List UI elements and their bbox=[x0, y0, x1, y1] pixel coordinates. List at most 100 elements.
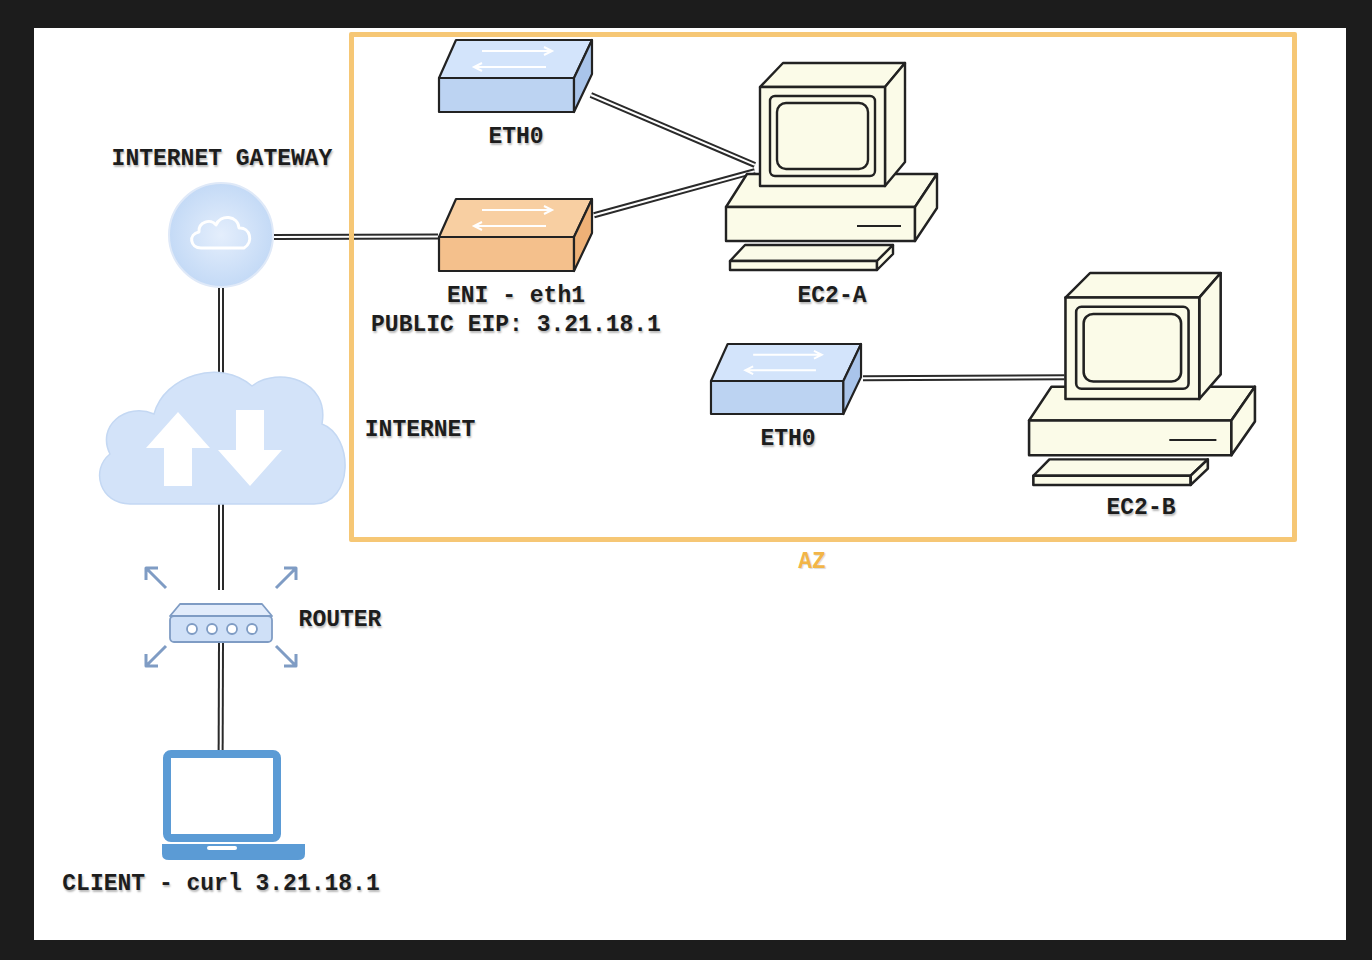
computer-case-side bbox=[1231, 387, 1255, 456]
router-front bbox=[170, 616, 272, 642]
node-label: AZ bbox=[798, 549, 826, 575]
keyboard-front bbox=[730, 261, 877, 270]
switch-arrow bbox=[745, 366, 816, 374]
node-label: CLIENT - curl 3.21.18.1 bbox=[62, 871, 379, 897]
router-port bbox=[227, 624, 237, 634]
connector-group bbox=[221, 288, 222, 376]
laptop-screen bbox=[167, 754, 277, 838]
router-arrow bbox=[276, 646, 296, 666]
monitor-side bbox=[885, 63, 905, 186]
node-label: EC2-A bbox=[797, 283, 866, 309]
connector-core bbox=[220, 642, 222, 753]
connector-group bbox=[274, 236, 438, 238]
switch-side bbox=[843, 344, 861, 414]
gateway-icon bbox=[168, 182, 274, 288]
double-line-connector bbox=[863, 374, 1064, 381]
monitor-side bbox=[1199, 273, 1220, 399]
keyboard-front bbox=[1033, 476, 1190, 485]
monitor-screen bbox=[770, 96, 875, 176]
switch-arrow bbox=[482, 206, 552, 214]
router-port bbox=[187, 624, 197, 634]
node-label: EC2-B bbox=[1106, 495, 1175, 521]
switch-icon bbox=[438, 38, 594, 114]
ec2-instance: EC2-B bbox=[1028, 272, 1256, 487]
connector-group bbox=[221, 502, 222, 590]
double-line-connector bbox=[218, 502, 224, 590]
down-arrow bbox=[218, 410, 282, 486]
node-label: INTERNET GATEWAY bbox=[112, 146, 333, 172]
node-label: ETH0 bbox=[488, 124, 543, 150]
switch-front bbox=[439, 78, 574, 112]
switch-icon bbox=[710, 342, 863, 416]
cloud-shape bbox=[100, 372, 345, 504]
monitor-screen bbox=[1076, 307, 1188, 389]
connector-group bbox=[220, 642, 221, 753]
switch-icon bbox=[438, 197, 594, 273]
switch-arrow bbox=[474, 222, 546, 230]
computer-icon bbox=[725, 62, 938, 272]
gateway-cloud-glyph bbox=[192, 217, 250, 248]
internet-gateway: INTERNET GATEWAY bbox=[168, 182, 274, 288]
router-top bbox=[170, 604, 272, 616]
laptop-notch bbox=[207, 846, 237, 850]
switch-top bbox=[439, 40, 592, 78]
gateway-circle bbox=[169, 183, 273, 287]
network-interface: ETH0 bbox=[710, 342, 863, 416]
double-line-connector bbox=[274, 234, 438, 241]
double-line-connector bbox=[218, 642, 224, 753]
router-port bbox=[247, 624, 257, 634]
connector-group bbox=[591, 95, 755, 165]
node-label: ENI - eth1 bbox=[447, 283, 585, 309]
up-arrow bbox=[146, 412, 210, 486]
keyboard-top bbox=[730, 245, 893, 261]
computer-case-side bbox=[915, 174, 937, 241]
ec2-instance: EC2-A bbox=[725, 62, 938, 272]
monitor-top bbox=[760, 63, 905, 87]
monitor-glass bbox=[777, 103, 868, 169]
router: ROUTER bbox=[170, 590, 272, 642]
switch-top bbox=[711, 344, 861, 381]
switch-arrow bbox=[753, 351, 822, 359]
switch-side bbox=[574, 40, 592, 112]
switch-arrow bbox=[482, 47, 552, 55]
connector-core bbox=[274, 236, 438, 239]
switch-side bbox=[574, 199, 592, 271]
network-interface: ETH0 bbox=[438, 38, 594, 114]
router-arrow bbox=[146, 646, 166, 666]
availability-zone: ETH0ENI - eth1PUBLIC EIP: 3.21.18.1EC2-A… bbox=[349, 32, 1297, 542]
node-label: INTERNET bbox=[365, 417, 475, 443]
laptop-icon bbox=[162, 750, 305, 862]
node-label: ETH0 bbox=[760, 426, 815, 452]
connector-core bbox=[220, 288, 222, 376]
monitor-glass bbox=[1084, 314, 1181, 382]
computer-slot bbox=[1169, 439, 1216, 441]
keyboard-top bbox=[1033, 459, 1207, 475]
keyboard-side bbox=[877, 245, 893, 270]
monitor-front bbox=[1065, 298, 1199, 399]
monitor-front bbox=[760, 87, 885, 186]
switch-arrow bbox=[474, 63, 546, 71]
computer-icon bbox=[1028, 272, 1256, 487]
keyboard-side bbox=[1191, 459, 1208, 485]
node-label: ROUTER bbox=[299, 607, 382, 633]
computer-case-front bbox=[1029, 420, 1231, 455]
node-label: PUBLIC EIP: 3.21.18.1 bbox=[371, 312, 661, 338]
white-panel bbox=[34, 28, 1346, 940]
double-line-connector bbox=[591, 95, 755, 165]
internet-cloud: INTERNET bbox=[92, 362, 350, 505]
router-arrow bbox=[146, 568, 166, 588]
switch-top bbox=[439, 199, 592, 237]
switch-front bbox=[711, 381, 843, 414]
router-arrow bbox=[276, 568, 296, 588]
double-line-connector bbox=[218, 288, 224, 376]
connector-core bbox=[591, 95, 755, 165]
computer-case-front bbox=[726, 207, 915, 241]
connector-core bbox=[863, 376, 1064, 379]
connector-group bbox=[863, 377, 1064, 379]
router-port bbox=[207, 624, 217, 634]
client-laptop: CLIENT - curl 3.21.18.1 bbox=[162, 750, 305, 862]
laptop-base bbox=[162, 844, 305, 860]
computer-slot bbox=[857, 225, 901, 227]
router-icon bbox=[140, 560, 302, 672]
monitor-top bbox=[1065, 273, 1220, 298]
